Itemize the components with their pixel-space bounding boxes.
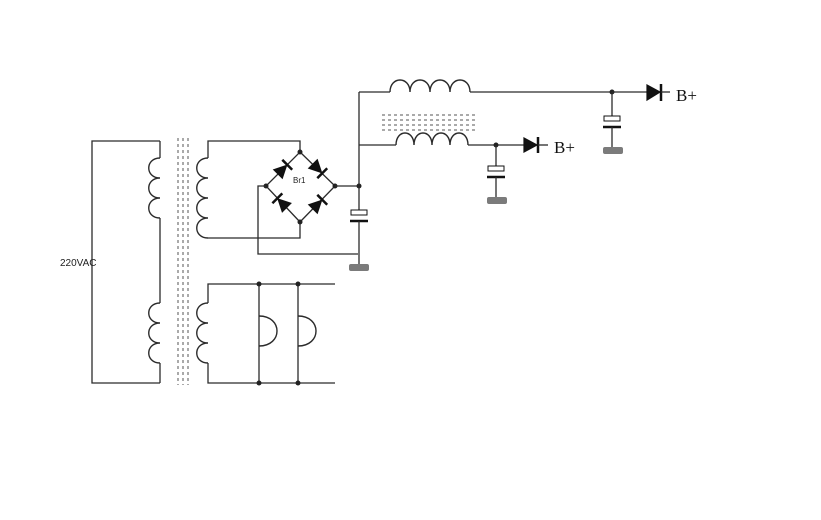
heater-filament-2 [297,315,317,347]
bridge-rectifier [263,149,338,225]
secondary-winding-upper [196,140,301,239]
output-diode-lower [523,136,539,154]
primary-coil-top [148,157,161,219]
primary-coil-bottom [148,302,161,364]
b-plus-label-lower: B+ [554,138,575,157]
heater-filament-1 [258,315,278,347]
ground-symbol-main [349,264,369,271]
main-filter [335,92,369,271]
b-plus-label-upper: B+ [676,86,697,105]
input-voltage-label: 220VAC [60,258,97,269]
ground-symbol-lower [487,197,507,204]
output-diode-upper [646,83,662,102]
choke-lower [359,132,524,146]
primary-circuit [91,140,161,384]
output-stage-lower [487,136,548,204]
transformer-core [177,138,189,385]
secondary-winding-lower [196,281,335,386]
output-stage-upper [603,83,670,154]
choke-upper [359,79,612,131]
ground-symbol-upper [603,147,623,154]
bridge-label: Br1 [293,176,306,185]
